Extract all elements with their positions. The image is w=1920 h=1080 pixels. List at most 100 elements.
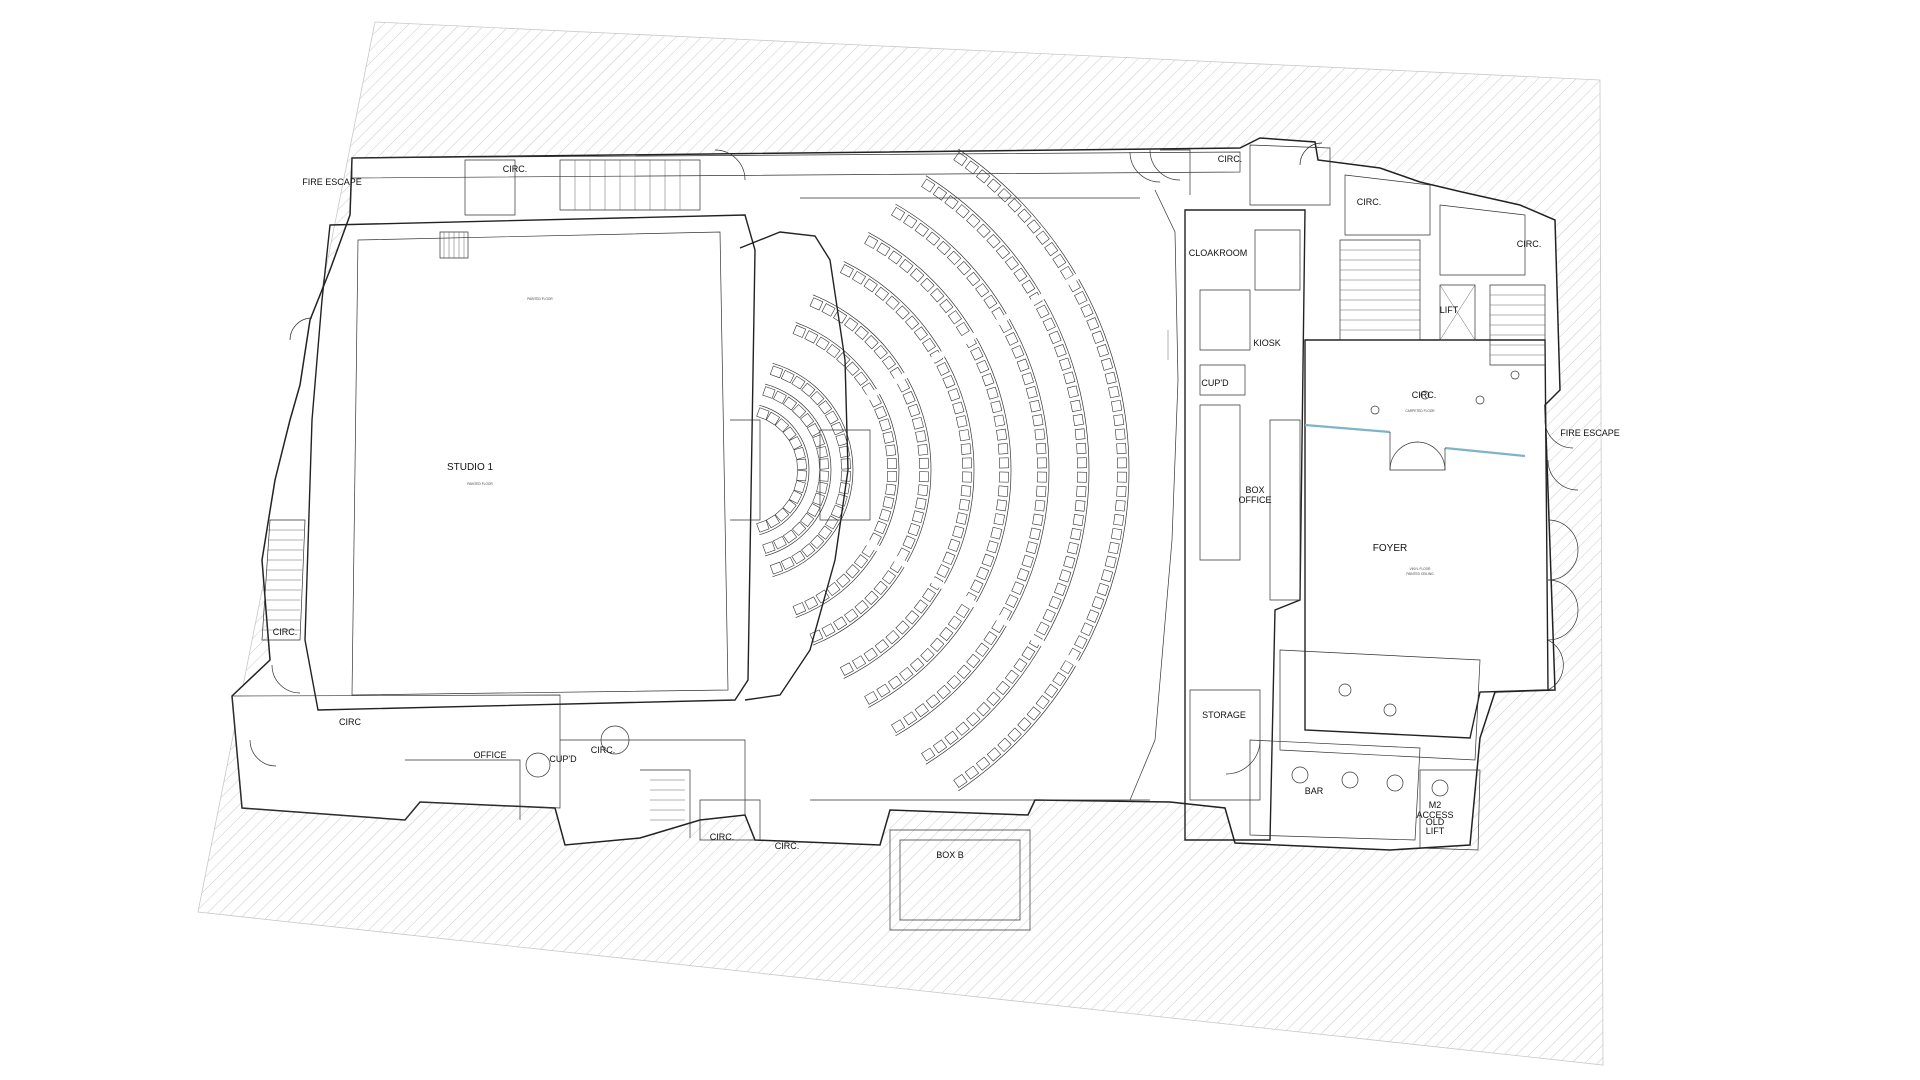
seat xyxy=(917,443,929,456)
seat xyxy=(1025,386,1038,399)
seat xyxy=(932,739,948,754)
seat xyxy=(995,244,1010,260)
seat xyxy=(905,315,920,330)
seat xyxy=(1042,317,1056,332)
seat xyxy=(958,498,970,511)
seat xyxy=(895,620,910,635)
seat xyxy=(1108,385,1120,399)
auditorium-seating xyxy=(756,148,1130,792)
seat xyxy=(801,382,816,397)
seat xyxy=(947,310,962,325)
building-footprint xyxy=(231,137,1561,851)
seat xyxy=(1058,357,1072,371)
seat xyxy=(925,694,941,709)
seat xyxy=(840,470,851,482)
seat xyxy=(1021,372,1034,386)
seat xyxy=(1036,485,1047,498)
seat xyxy=(986,386,999,400)
seat xyxy=(993,414,1006,427)
seat xyxy=(1048,330,1062,345)
seat xyxy=(913,326,928,341)
seat xyxy=(821,623,836,637)
seat xyxy=(796,469,807,482)
seat xyxy=(946,674,962,690)
seat xyxy=(1017,717,1032,732)
seat xyxy=(997,737,1012,752)
seat xyxy=(839,662,854,676)
seat xyxy=(1058,569,1072,583)
seat xyxy=(932,186,948,201)
seat xyxy=(791,375,806,390)
seat xyxy=(769,365,784,379)
seat xyxy=(976,702,991,717)
seat xyxy=(756,407,770,421)
seat xyxy=(806,503,821,517)
seat xyxy=(1017,208,1032,223)
seat xyxy=(1036,457,1047,469)
seat xyxy=(1060,659,1074,675)
seat xyxy=(874,405,888,420)
seat xyxy=(1011,581,1025,595)
seat xyxy=(993,513,1006,526)
seat xyxy=(1048,595,1062,610)
seat xyxy=(1011,345,1025,359)
seat xyxy=(1034,428,1046,441)
seat xyxy=(881,570,897,585)
seat xyxy=(955,415,968,428)
seat xyxy=(986,540,999,554)
seat xyxy=(966,213,981,228)
seat xyxy=(804,596,819,610)
seat xyxy=(1104,371,1117,385)
seat xyxy=(907,523,921,537)
seat xyxy=(810,534,825,550)
seat xyxy=(955,512,968,525)
seat xyxy=(845,361,860,376)
seat xyxy=(774,418,790,433)
seat xyxy=(1004,256,1019,271)
seat xyxy=(1080,622,1094,637)
seat xyxy=(818,400,833,415)
seat xyxy=(946,250,962,266)
seat xyxy=(821,303,836,317)
seat xyxy=(899,258,914,274)
seat xyxy=(986,691,1001,706)
seat xyxy=(1116,457,1127,469)
seat xyxy=(1063,555,1076,569)
seat xyxy=(1091,330,1105,344)
seat xyxy=(911,510,924,524)
seat xyxy=(1108,541,1120,555)
seat xyxy=(947,538,961,552)
seat xyxy=(878,418,892,432)
seat xyxy=(806,423,821,437)
seat xyxy=(1052,253,1067,268)
seat xyxy=(922,337,936,352)
svg-text:VINYL FLOOR: VINYL FLOOR xyxy=(1410,567,1432,571)
seat xyxy=(788,436,803,450)
seat xyxy=(816,481,828,494)
label-lift: LIFT xyxy=(1440,305,1459,315)
aisle xyxy=(861,269,1086,403)
seat xyxy=(996,499,1008,512)
seat xyxy=(956,261,972,276)
seat xyxy=(774,507,790,522)
seat xyxy=(853,371,869,386)
seat xyxy=(902,535,916,549)
seat xyxy=(975,283,990,298)
label-circ-nw: CIRC. xyxy=(503,164,528,174)
seat xyxy=(944,730,959,745)
seat xyxy=(1029,527,1041,541)
seat xyxy=(964,765,980,780)
seat xyxy=(863,647,878,662)
seat xyxy=(885,444,897,457)
label-m2-access-2: ACCESS xyxy=(1416,810,1453,820)
seat xyxy=(997,188,1012,203)
seat xyxy=(936,564,950,578)
seat xyxy=(792,324,807,338)
seat xyxy=(1026,219,1041,234)
seat xyxy=(796,458,807,471)
seat xyxy=(915,497,927,510)
seat xyxy=(917,484,929,497)
svg-text:PAINTED FLOOR: PAINTED FLOOR xyxy=(527,297,553,301)
seat xyxy=(792,602,807,616)
label-old-lift-2: LIFT xyxy=(1426,826,1445,836)
